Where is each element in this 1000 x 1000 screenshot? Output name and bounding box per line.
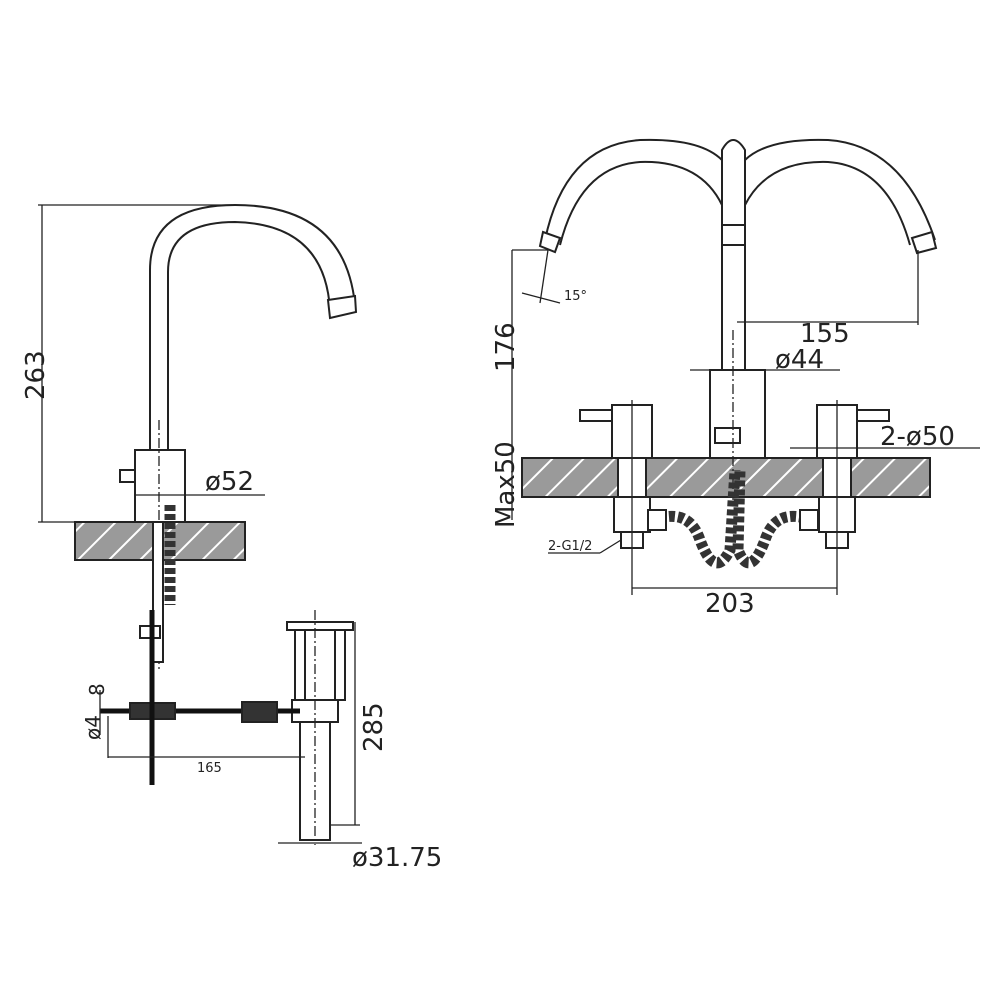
spout-arch-right — [744, 138, 936, 241]
spout-side — [149, 203, 356, 450]
rod-length-label: 165 — [197, 761, 222, 776]
front-view-faucet: 176 Max50 15° 155 ø44 2-ø50 203 2-G1/2 — [491, 138, 980, 619]
drain-height-label: 285 — [359, 702, 389, 752]
spout-height-label: 176 — [491, 322, 521, 372]
hose-left — [658, 469, 741, 569]
rod-diameter-label: ø4 — [81, 715, 105, 740]
pop-up-drain: 8 ø4 165 285 ø31.75 — [81, 610, 442, 873]
side-view-faucet: 263 ø52 — [21, 203, 358, 670]
spout-diameter-label: ø44 — [775, 345, 824, 375]
max-deck-label: Max50 — [491, 441, 521, 528]
countertop-right — [521, 457, 931, 498]
faucet-body-front — [709, 369, 766, 459]
spout-reach-label: 155 — [800, 319, 850, 349]
handle-diameter-label: 2-ø50 — [880, 422, 955, 452]
connection-label: 2-G1/2 — [548, 539, 592, 554]
height-label: 263 — [21, 350, 51, 400]
base-diameter-label: ø52 — [205, 467, 254, 497]
angle-label: 15° — [564, 289, 587, 304]
rod-offset-label: 8 — [85, 683, 109, 696]
drain-flange — [286, 621, 354, 631]
tail-diameter-label: ø31.75 — [352, 843, 442, 873]
spout-column — [721, 139, 746, 371]
faucet-body-side — [134, 449, 186, 523]
center-spacing-label: 203 — [705, 589, 755, 619]
supply-pipe — [152, 521, 164, 663]
lever-side — [119, 469, 136, 483]
nozzle-side — [326, 294, 358, 320]
spout-arch-left — [544, 138, 723, 241]
